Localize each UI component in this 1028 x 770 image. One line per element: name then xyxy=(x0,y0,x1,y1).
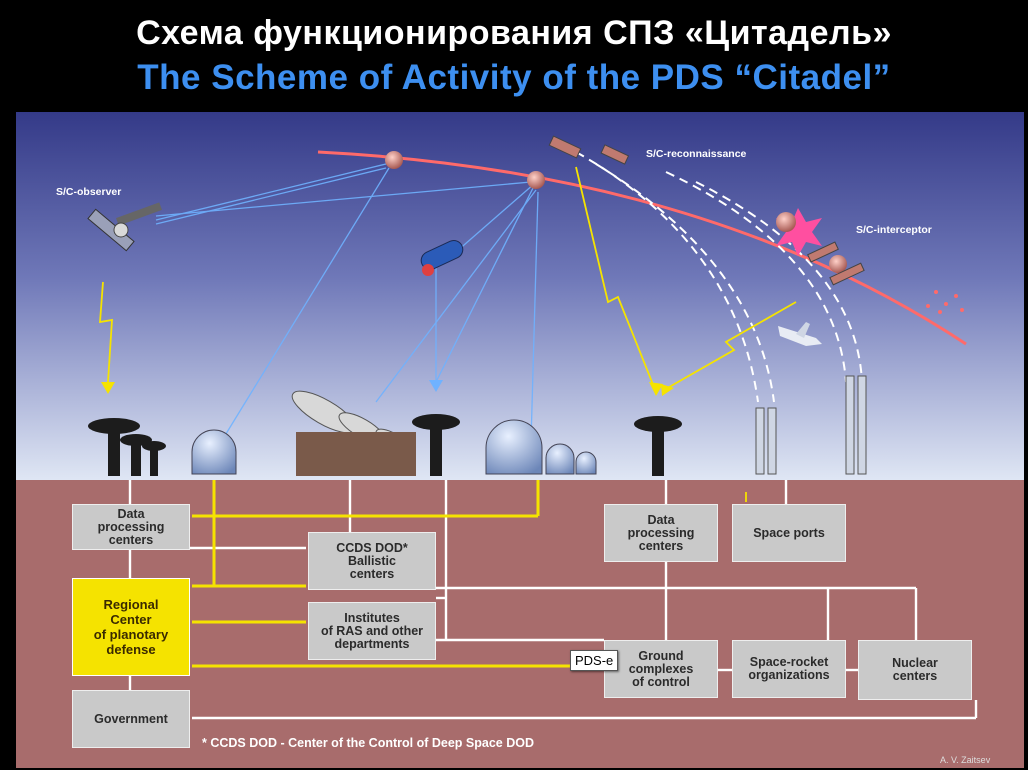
box-nuclear-centers: Nuclear centers xyxy=(858,640,972,700)
label-interceptor: S/C-interceptor xyxy=(856,224,932,236)
signal-bolts xyxy=(99,166,797,502)
radar-dish-right xyxy=(634,416,682,476)
box-institutes: Institutes of RAS and other departments xyxy=(308,602,436,660)
box-data-processing-left: Data processing centers xyxy=(72,504,190,550)
satellite-reconnaissance xyxy=(548,135,630,165)
box-government: Government xyxy=(72,690,190,748)
observatory-dome-1 xyxy=(191,429,237,475)
signal-arrowheads xyxy=(101,382,674,396)
debris-cloud xyxy=(926,290,964,314)
aircraft xyxy=(778,322,822,346)
box-space-rocket: Space-rocket organizations xyxy=(732,640,846,698)
observatory-domes-center xyxy=(485,419,597,475)
box-space-ports: Space ports xyxy=(732,504,846,562)
box-ground-complexes: Ground complexes of control xyxy=(604,640,718,698)
label-observer: S/C-observer xyxy=(56,186,122,198)
satellite-capsule xyxy=(420,240,464,276)
tooltip: PDS-e xyxy=(570,650,619,671)
box-regional-center: Regional Center of planotary defense xyxy=(72,578,190,676)
box-data-processing-right: Data processing centers xyxy=(604,504,718,562)
orbit-line xyxy=(317,150,967,346)
title-english: The Scheme of Activity of the PDS “Citad… xyxy=(137,58,891,97)
radar-dishes-left xyxy=(88,418,166,476)
communication-links xyxy=(155,163,539,443)
rockets xyxy=(755,375,867,475)
footnote: * CCDS DOD - Center of the Control of De… xyxy=(202,736,534,750)
header: Схема функционирования СПЗ «Цитадель» Th… xyxy=(0,0,1028,112)
interceptor-explosion xyxy=(776,208,822,256)
radar-dish-center xyxy=(412,414,460,476)
scheme-slide: S/C-observer S/C-reconnaissance S/C-inte… xyxy=(16,112,1024,768)
satellite-relay-2 xyxy=(527,171,545,189)
big-antennas xyxy=(291,390,416,476)
author-credit: A. V. Zaitsev xyxy=(940,755,991,765)
missile-trajectories xyxy=(575,151,863,403)
yellow-connectors xyxy=(192,480,604,668)
label-reconnaissance: S/C-reconnaissance xyxy=(646,148,747,160)
satellite-observer xyxy=(87,202,162,252)
blue-arrowhead xyxy=(429,380,443,392)
satellite-interceptor xyxy=(807,241,865,286)
box-ccds-ballistic: CCDS DOD* Ballistic centers xyxy=(308,532,436,590)
title-russian: Схема функционирования СПЗ «Цитадель» xyxy=(136,14,892,52)
satellite-relay-1 xyxy=(385,151,403,169)
